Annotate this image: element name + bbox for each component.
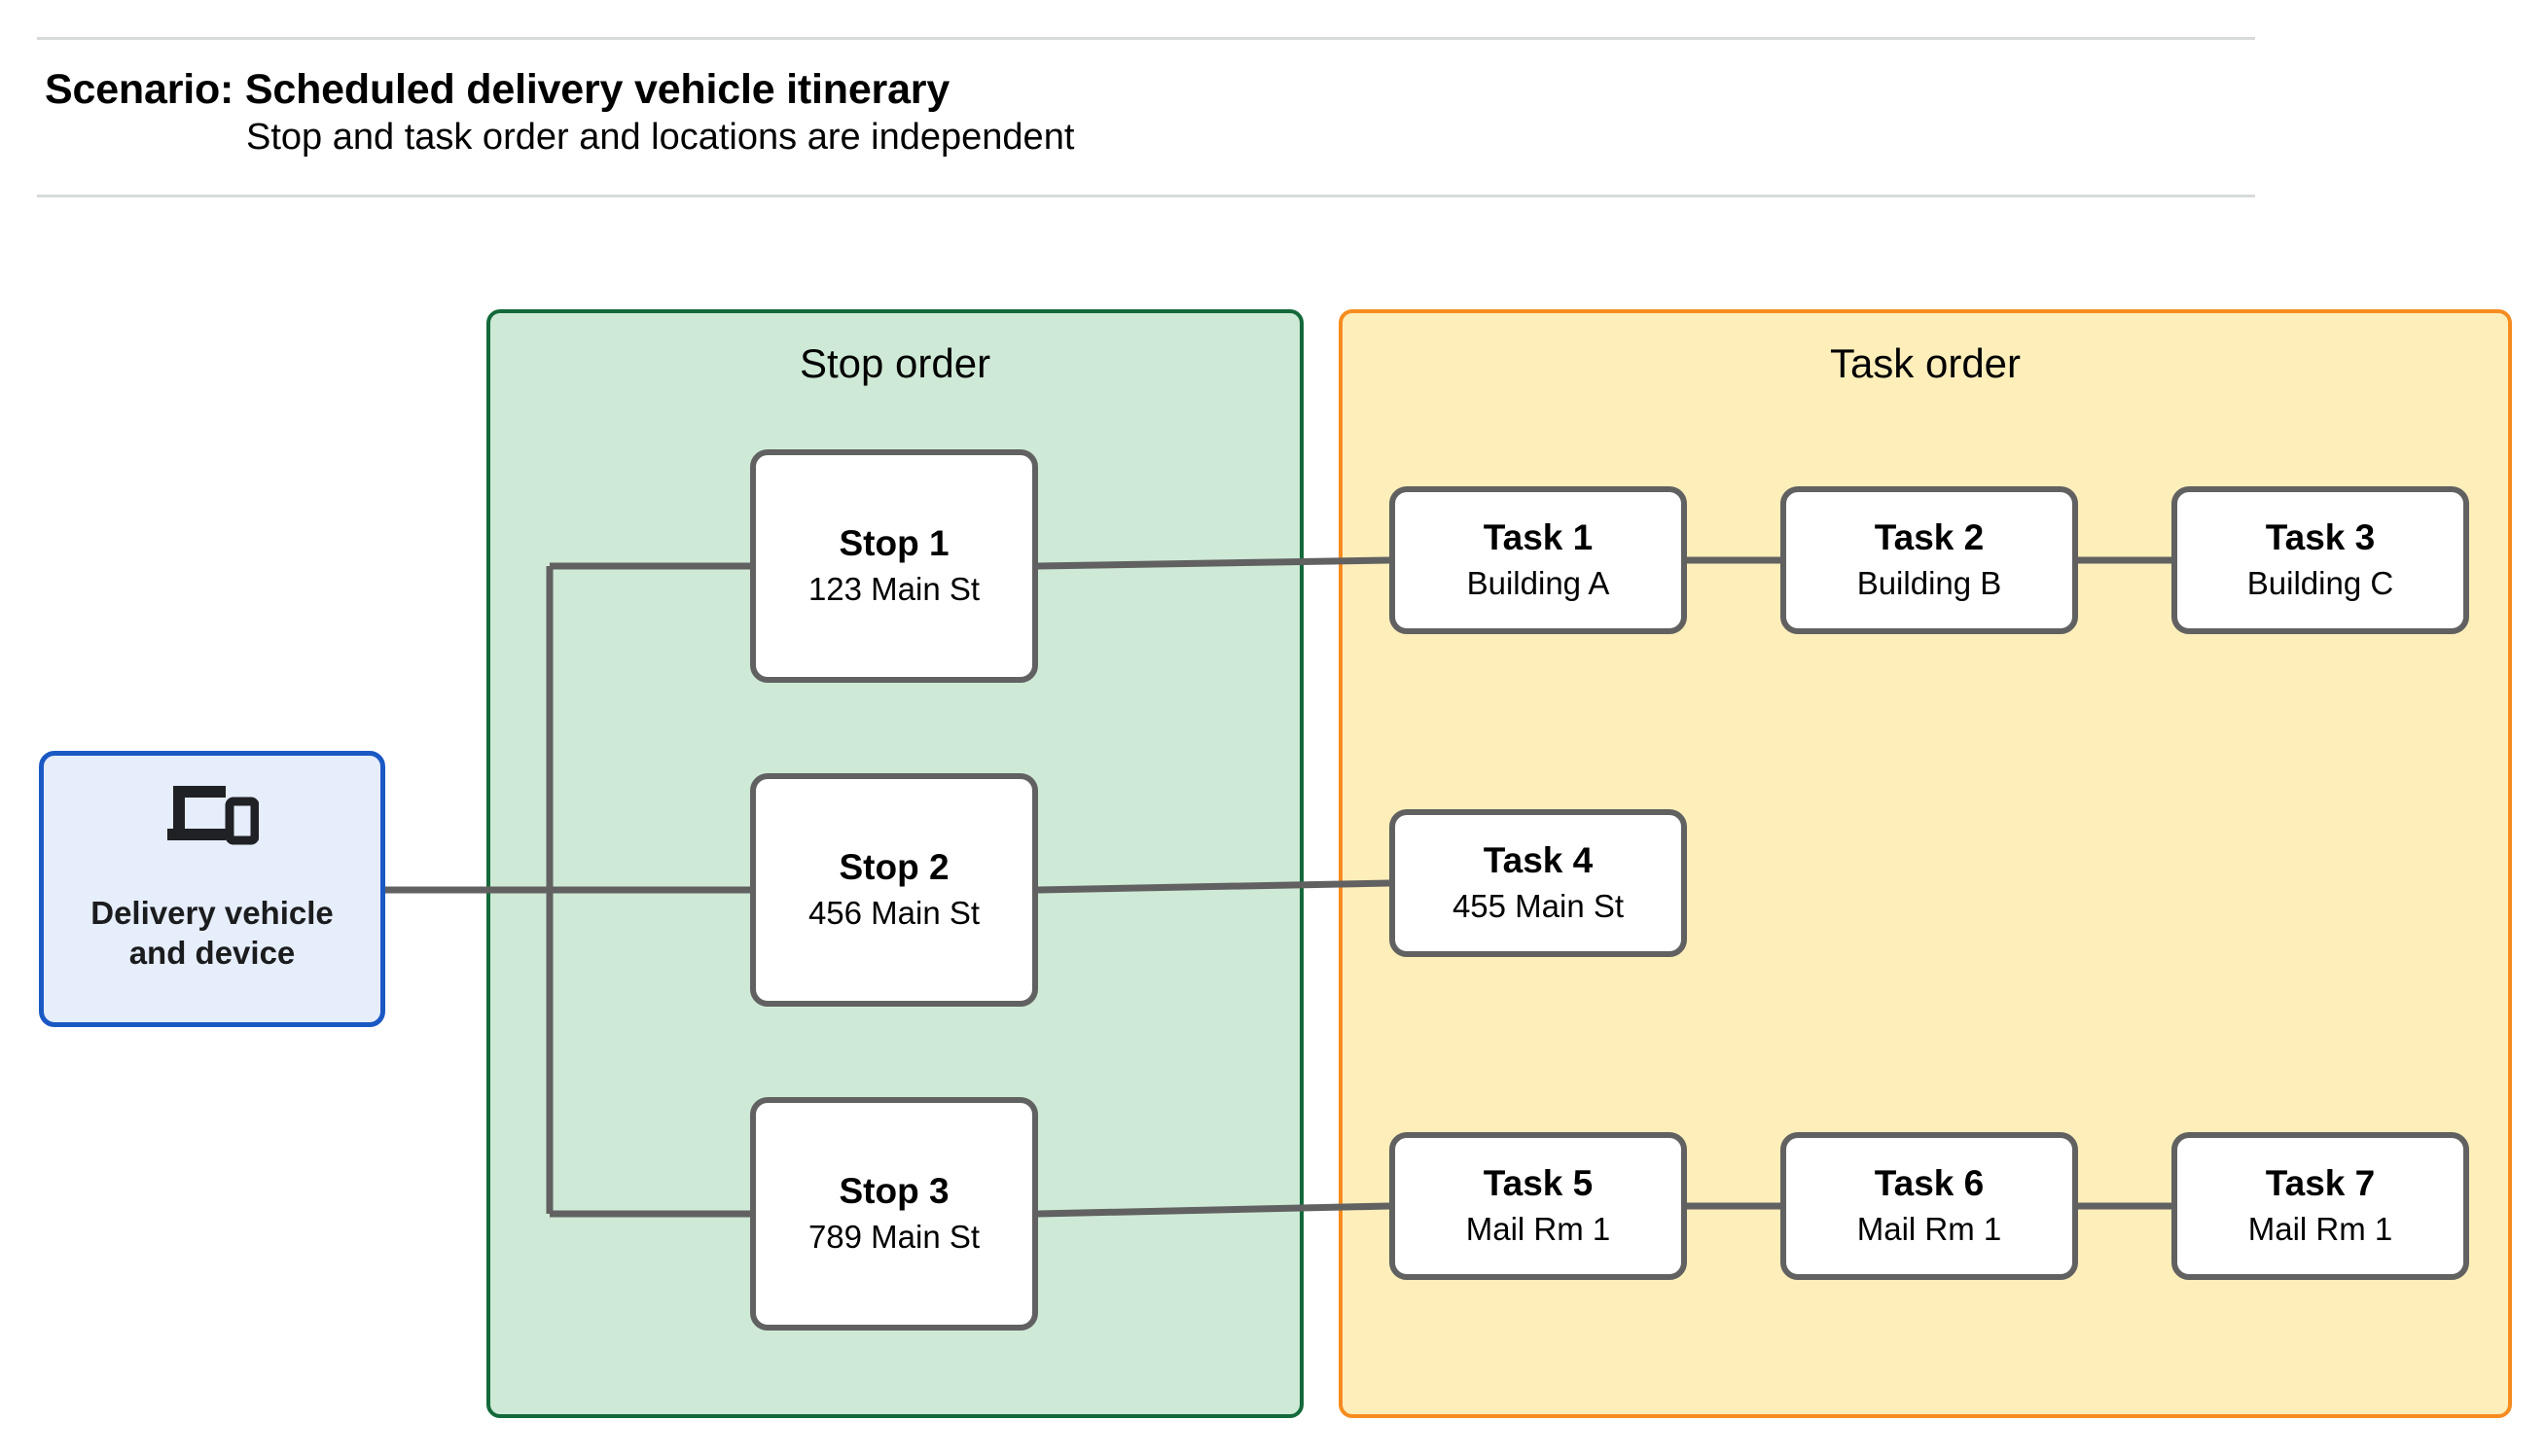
task-card-3-name: Task 3 [2265, 516, 2376, 557]
stop-order-title: Stop order [799, 340, 991, 386]
task-card-7[interactable]: Task 7 Mail Rm 1 [2171, 1132, 2469, 1280]
stop-card-3[interactable]: Stop 3 789 Main St [750, 1097, 1038, 1331]
task-card-2-location: Building B [1856, 565, 2002, 602]
task-card-4-location: 455 Main St [1452, 888, 1625, 925]
stop-card-3-location: 789 Main St [807, 1219, 981, 1256]
header-divider-top [37, 37, 2255, 40]
task-card-2-name: Task 2 [1874, 516, 1985, 557]
stop-card-1-name: Stop 1 [839, 522, 950, 563]
stop-card-3-name: Stop 3 [839, 1170, 950, 1211]
task-card-7-name: Task 7 [2265, 1162, 2376, 1203]
page-subtitle: Stop and task order and locations are in… [246, 117, 1075, 158]
task-card-6-location: Mail Rm 1 [1856, 1211, 2002, 1248]
task-card-1[interactable]: Task 1 Building A [1389, 486, 1687, 634]
stop-card-2[interactable]: Stop 2 456 Main St [750, 773, 1038, 1007]
stop-card-1-location: 123 Main St [807, 571, 981, 608]
stop-card-2-name: Stop 2 [839, 846, 950, 887]
stop-card-2-location: 456 Main St [807, 895, 981, 932]
task-card-5-location: Mail Rm 1 [1465, 1211, 1611, 1248]
task-card-4-name: Task 4 [1483, 839, 1594, 880]
header-divider-bottom [37, 195, 2255, 197]
task-card-6-name: Task 6 [1874, 1162, 1985, 1203]
page-title: Scenario: Scheduled delivery vehicle iti… [45, 66, 950, 113]
delivery-vehicle-node[interactable]: Delivery vehicle and device [39, 751, 385, 1027]
task-card-6[interactable]: Task 6 Mail Rm 1 [1780, 1132, 2078, 1280]
task-card-1-name: Task 1 [1483, 516, 1594, 557]
stop-card-1[interactable]: Stop 1 123 Main St [750, 449, 1038, 683]
task-card-3-location: Building C [2246, 565, 2394, 602]
devices-icon [167, 785, 259, 845]
task-card-5[interactable]: Task 5 Mail Rm 1 [1389, 1132, 1687, 1280]
task-card-5-name: Task 5 [1483, 1162, 1594, 1203]
task-card-2[interactable]: Task 2 Building B [1780, 486, 2078, 634]
task-order-title: Task order [1829, 340, 2022, 386]
task-card-4[interactable]: Task 4 455 Main St [1389, 809, 1687, 957]
task-card-7-location: Mail Rm 1 [2247, 1211, 2393, 1248]
task-card-1-location: Building A [1466, 565, 1610, 602]
delivery-vehicle-label: Delivery vehicle and device [90, 894, 334, 971]
task-card-3[interactable]: Task 3 Building C [2171, 486, 2469, 634]
